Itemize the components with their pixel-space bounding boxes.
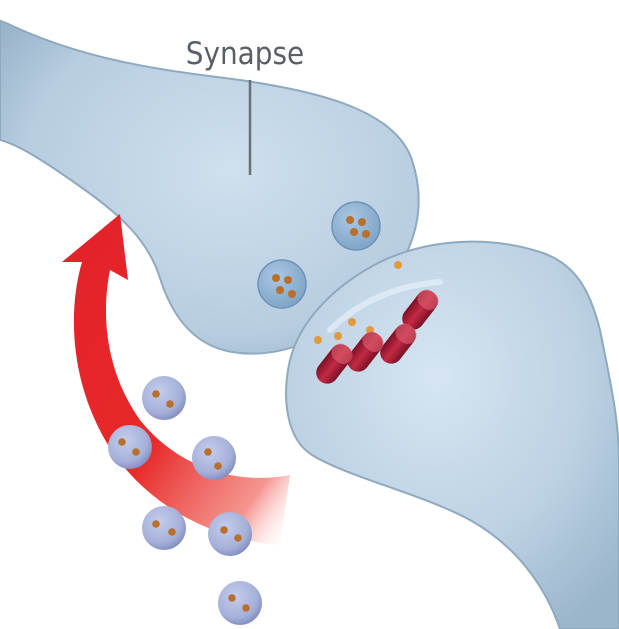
postsynaptic-terminal: [286, 242, 619, 629]
vesicle: [218, 581, 262, 625]
vesicle: [208, 512, 252, 556]
synaptic-vesicle: [258, 260, 306, 308]
synaptic-vesicle: [332, 202, 380, 250]
vesicle: [142, 506, 186, 550]
vesicle: [108, 425, 152, 469]
vesicle: [142, 376, 186, 420]
synapse-label: Synapse: [186, 36, 304, 72]
vesicle: [192, 436, 236, 480]
